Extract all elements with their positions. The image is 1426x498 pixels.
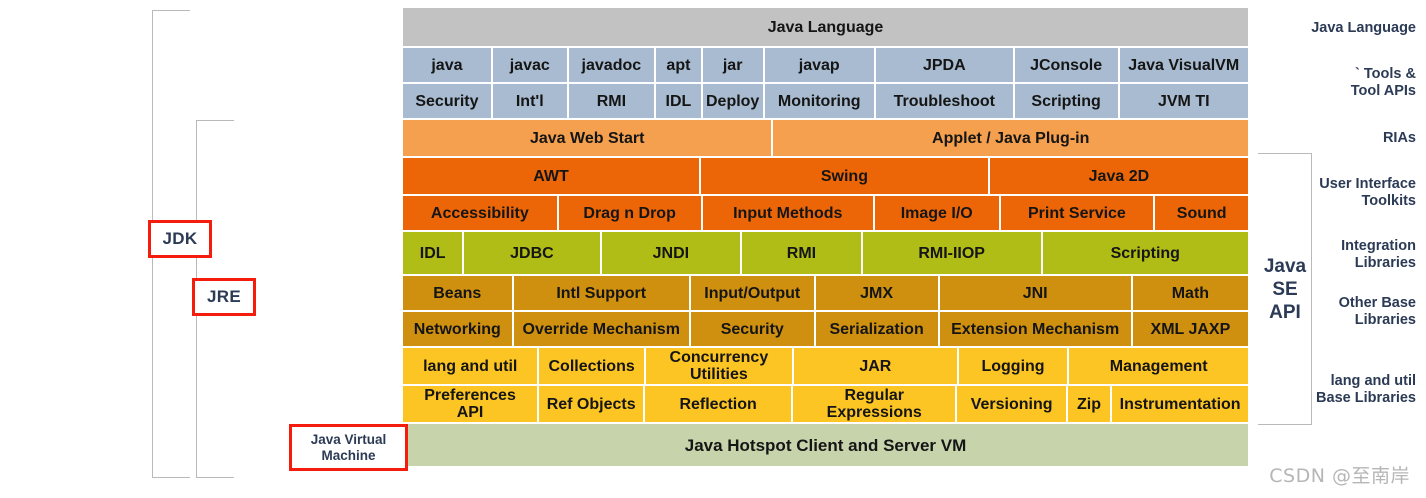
cell-idl-tools: IDL [656, 84, 701, 118]
cell-drag-n-drop: Drag n Drop [558, 196, 701, 230]
row-label-other-base: Other Base Libraries [1338, 295, 1416, 328]
row-label-tools: ` Tools & Tool APIs [1350, 66, 1416, 99]
cell-apt: apt [656, 48, 701, 82]
cell-java-language: Java Language [403, 8, 1248, 46]
cell-jvm-ti: JVM TI [1119, 84, 1248, 118]
row-integration-libraries: IDL JDBC JNDI RMI RMI-IIOP Scripting [403, 232, 1248, 274]
cell-zip: Zip [1067, 386, 1111, 422]
cell-awt: AWT [403, 158, 700, 194]
cell-security-tools: Security [403, 84, 491, 118]
cell-override-mechanism: Override Mechanism [513, 312, 689, 346]
cell-jar: jar [702, 48, 763, 82]
cell-accessibility: Accessibility [403, 196, 557, 230]
java-se-api-label: Java SE API [1263, 256, 1307, 323]
cell-rmi-iiop: RMI-IIOP [862, 232, 1041, 274]
jdk-tag-label: JDK [162, 229, 198, 248]
cell-regular-expressions: Regular Expressions [793, 386, 956, 422]
cell-input-methods: Input Methods [702, 196, 873, 230]
cell-jpda: JPDA [875, 48, 1013, 82]
row-ui-toolkits-1: AWT Swing Java 2D [403, 158, 1248, 194]
row-tools-1: java javac javadoc apt jar javap JPDA JC… [403, 48, 1248, 82]
cell-security: Security [690, 312, 814, 346]
java-virtual-machine-tag: Java Virtual Machine [289, 424, 408, 471]
cell-math: Math [1132, 276, 1248, 310]
cell-beans: Beans [403, 276, 512, 310]
cell-rmi: RMI [742, 232, 861, 274]
cell-extension-mechanism: Extension Mechanism [939, 312, 1131, 346]
cell-collections: Collections [539, 348, 644, 384]
row-jvm: Java Hotspot Client and Server VM [403, 424, 1248, 466]
row-label-java-language: Java Language [1311, 20, 1416, 36]
cell-management: Management [1069, 348, 1248, 384]
cell-sound: Sound [1155, 196, 1249, 230]
cell-logging: Logging [958, 348, 1068, 384]
cell-troubleshoot: Troubleshoot [875, 84, 1013, 118]
cell-java-visualvm: Java VisualVM [1119, 48, 1248, 82]
cell-deploy: Deploy [702, 84, 763, 118]
cell-xml-jaxp: XML JAXP [1132, 312, 1248, 346]
cell-serialization: Serialization [815, 312, 938, 346]
cell-java-2d: Java 2D [989, 158, 1248, 194]
cell-lang-and-util: lang and util [403, 348, 538, 384]
cell-monitoring: Monitoring [764, 84, 874, 118]
cell-scripting: Scripting [1042, 232, 1248, 274]
row-label-lang-util: lang and util Base Libraries [1316, 373, 1416, 406]
row-lang-util-2: Preferences API Ref Objects Reflection R… [403, 386, 1249, 422]
row-label-integration: Integration Libraries [1341, 238, 1416, 271]
cell-jndi: JNDI [601, 232, 741, 274]
cell-jar-lib: JAR [793, 348, 957, 384]
row-label-ui-toolkits: User Interface Toolkits [1319, 176, 1416, 209]
cell-print-service: Print Service [1000, 196, 1154, 230]
row-rias: Java Web Start Applet / Java Plug-in [403, 120, 1248, 156]
cell-image-io: Image I/O [874, 196, 999, 230]
cell-rmi-tools: RMI [568, 84, 655, 118]
jre-tag-label: JRE [207, 287, 241, 306]
row-label-rias: RIAs [1382, 130, 1416, 146]
cell-ref-objects: Ref Objects [539, 386, 644, 422]
row-other-base-2: Networking Override Mechanism Security S… [403, 312, 1248, 346]
cell-scripting-tools: Scripting [1014, 84, 1118, 118]
cell-preferences-api: Preferences API [403, 386, 538, 422]
watermark: CSDN @至南岸 [1269, 465, 1410, 487]
cell-instrumentation: Instrumentation [1112, 386, 1249, 422]
cell-java-web-start: Java Web Start [403, 120, 772, 156]
cell-applet-plugin: Applet / Java Plug-in [773, 120, 1248, 156]
row-lang-util-1: lang and util Collections Concurrency Ut… [403, 348, 1248, 384]
cell-jdbc: JDBC [464, 232, 600, 274]
row-tools-2: Security Int'l RMI IDL Deploy Monitoring… [403, 84, 1248, 118]
jre-tag: JRE [192, 278, 256, 316]
cell-versioning: Versioning [957, 386, 1066, 422]
cell-intl-support: Intl Support [513, 276, 689, 310]
cell-reflection: Reflection [645, 386, 792, 422]
cell-jni: JNI [939, 276, 1131, 310]
row-ui-toolkits-2: Accessibility Drag n Drop Input Methods … [403, 196, 1249, 230]
cell-java-hotspot-vm: Java Hotspot Client and Server VM [403, 424, 1248, 466]
cell-swing: Swing [701, 158, 988, 194]
java-se-api-bracket [1258, 153, 1312, 425]
cell-javadoc: javadoc [568, 48, 655, 82]
cell-input-output: Input/Output [690, 276, 814, 310]
cell-concurrency-utilities: Concurrency Utilities [645, 348, 792, 384]
cell-jmx: JMX [815, 276, 938, 310]
row-java-language: Java Language [403, 8, 1248, 46]
cell-intl: Int'l [492, 84, 567, 118]
cell-java: java [403, 48, 491, 82]
cell-jconsole: JConsole [1014, 48, 1118, 82]
cell-idl: IDL [403, 232, 463, 274]
jdk-tag: JDK [148, 220, 212, 258]
row-other-base-1: Beans Intl Support Input/Output JMX JNI … [403, 276, 1248, 310]
cell-javap: javap [764, 48, 874, 82]
java-virtual-machine-tag-label: Java Virtual Machine [310, 431, 387, 463]
platform-stack-grid: Java Language java javac javadoc apt jar… [403, 8, 1249, 468]
cell-networking: Networking [403, 312, 512, 346]
cell-javac: javac [492, 48, 567, 82]
